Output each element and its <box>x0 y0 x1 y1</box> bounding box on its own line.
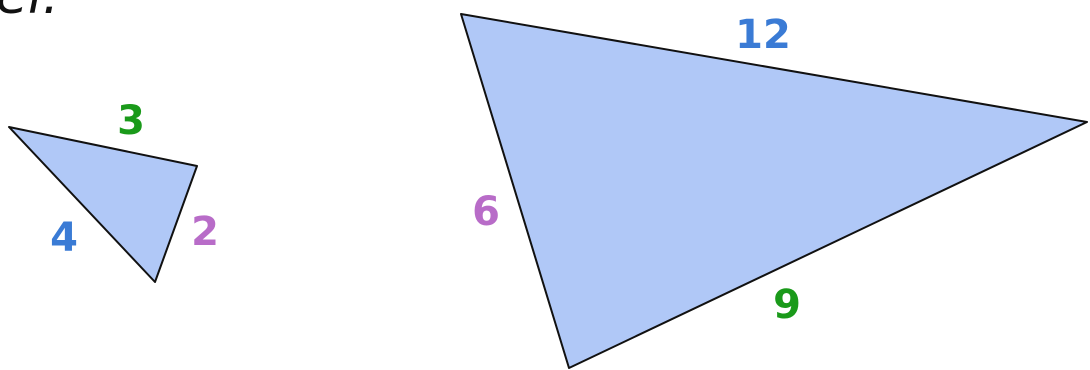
large-triangle-bottom-side-label: 9 <box>773 282 801 328</box>
large-triangle-top-side-label: 12 <box>735 12 791 58</box>
large-triangle: 12 6 9 <box>460 12 1088 369</box>
small-triangle-left-side-label: 4 <box>50 215 78 261</box>
small-triangle: 3 2 4 <box>8 98 219 283</box>
small-triangle-shape <box>8 126 198 283</box>
large-triangle-shape <box>460 13 1088 369</box>
large-triangle-left-side-label: 6 <box>472 189 500 235</box>
cropped-text-fragment: el. <box>0 0 59 22</box>
small-triangle-top-side-label: 3 <box>117 98 145 144</box>
small-triangle-right-side-label: 2 <box>191 209 219 255</box>
